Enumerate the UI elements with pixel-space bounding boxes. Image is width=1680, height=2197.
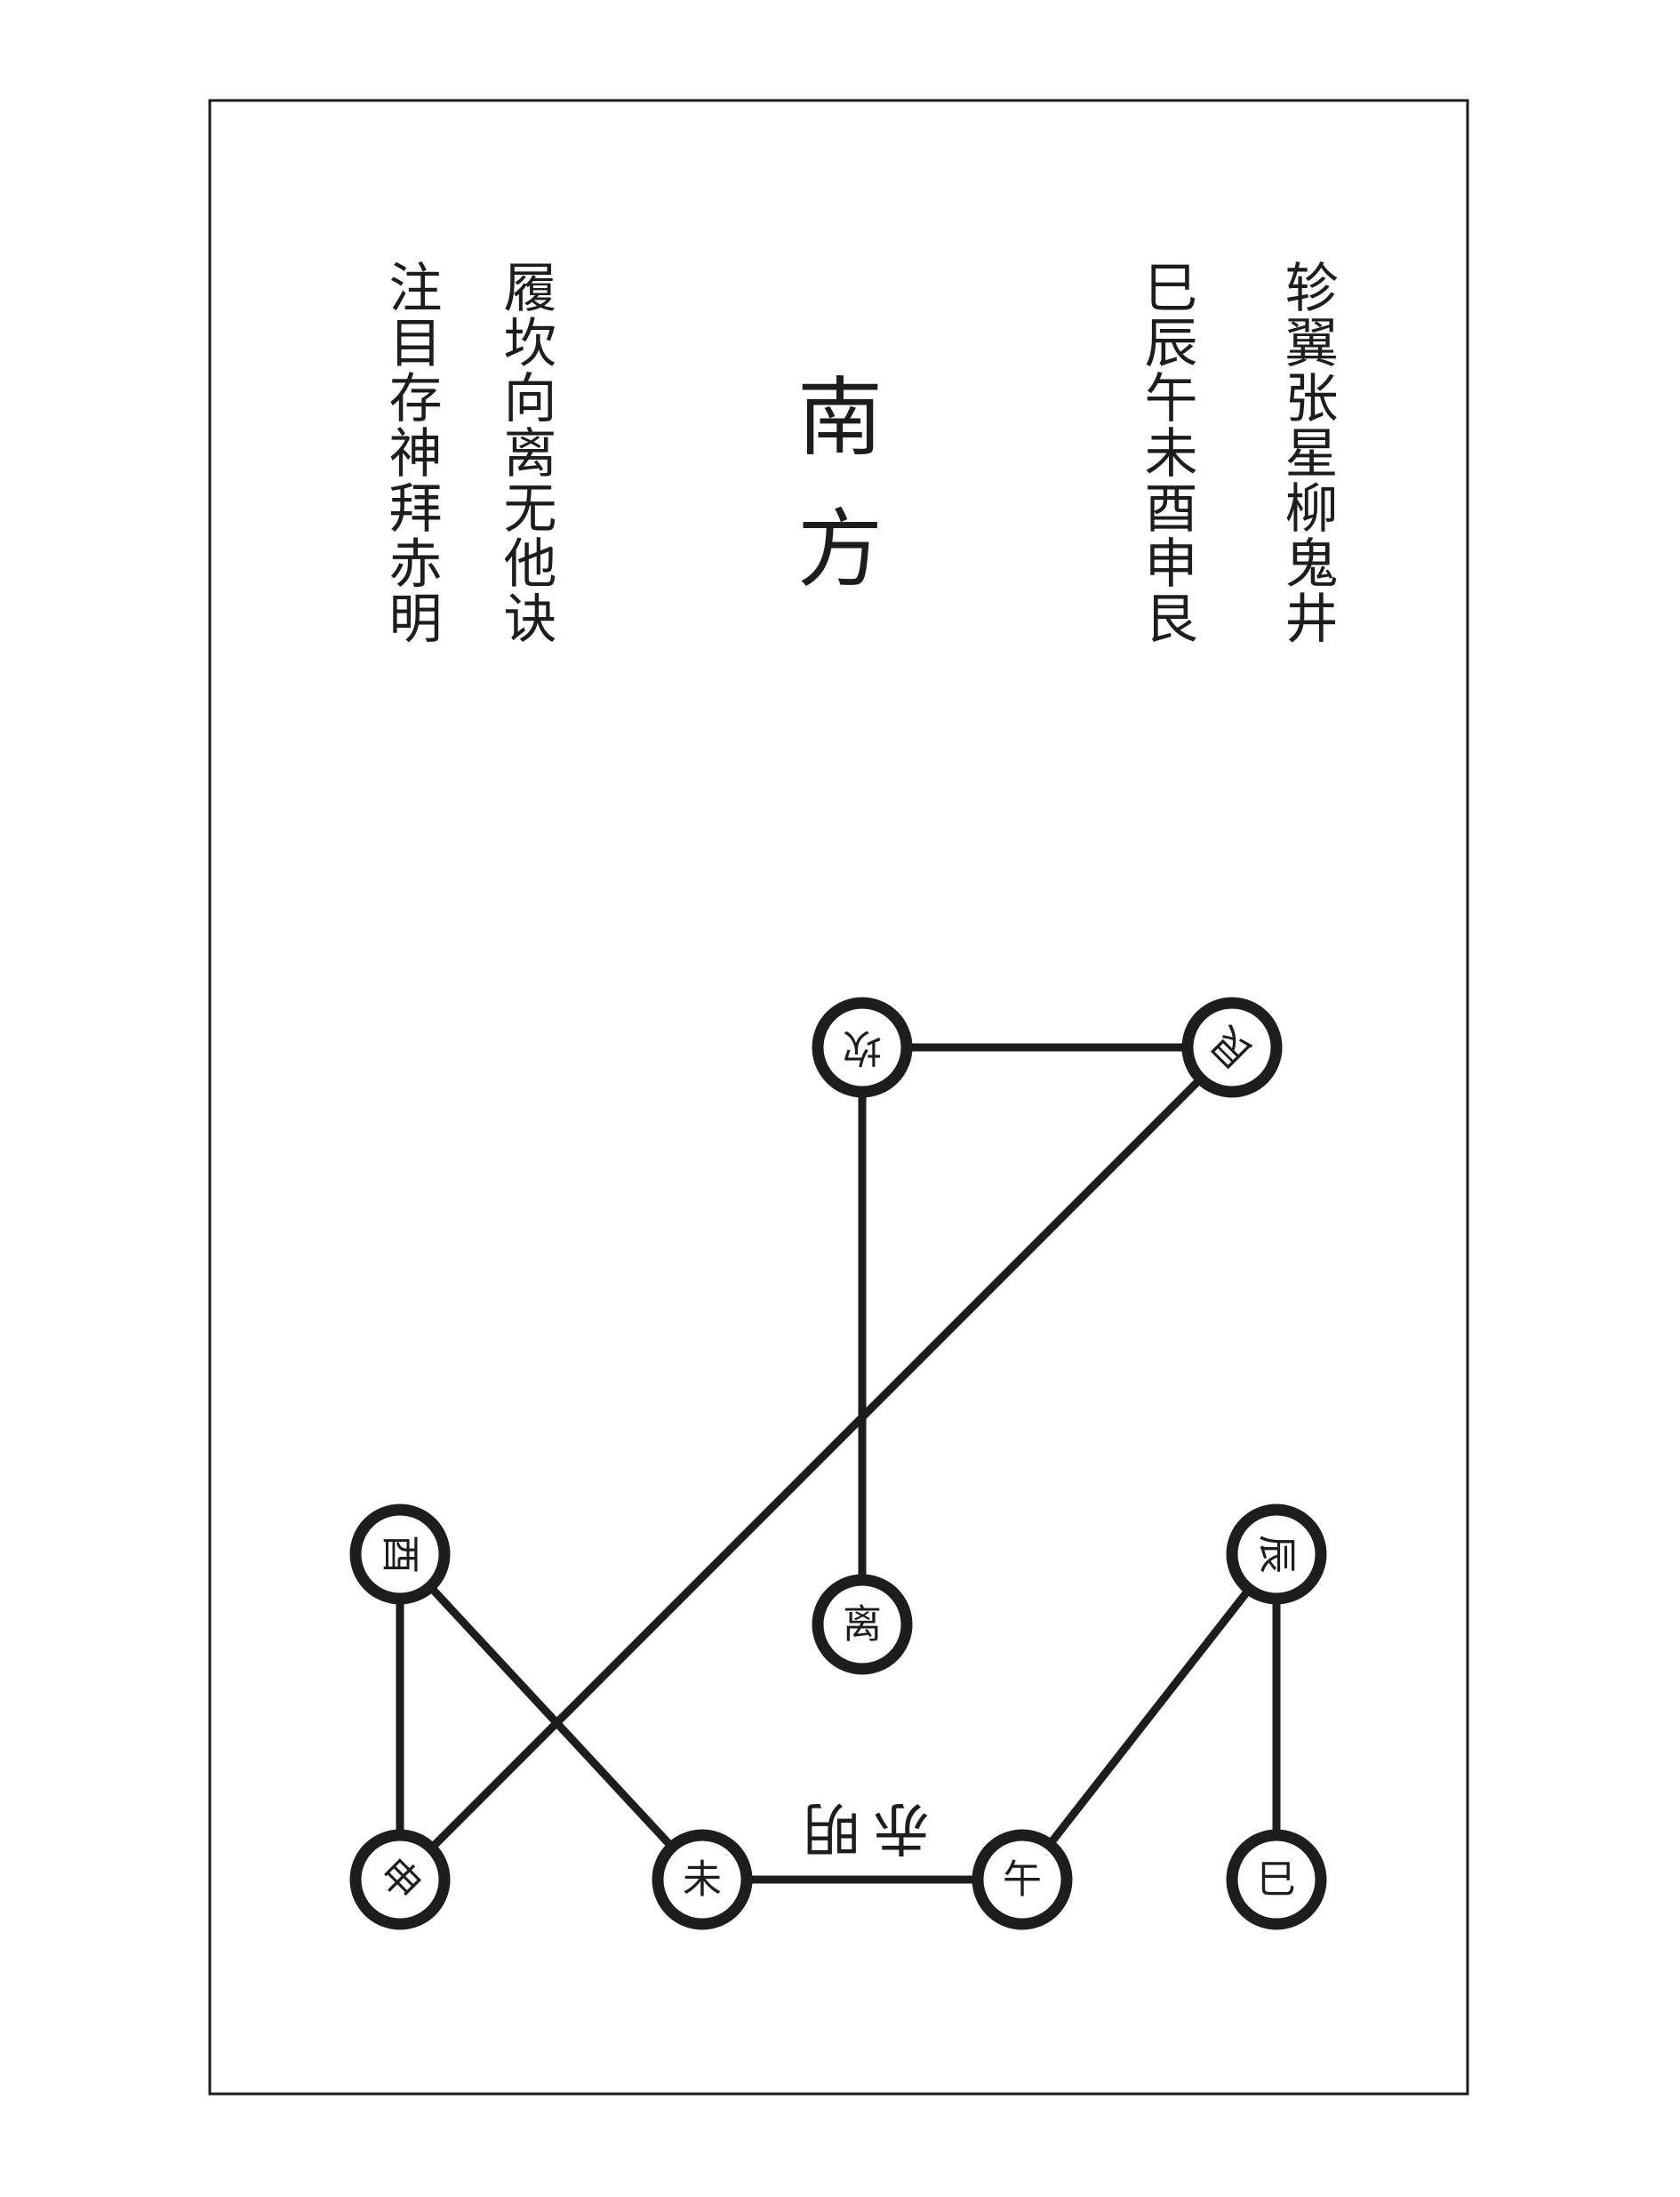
node-circle — [349, 1829, 451, 1930]
node-chen: 辰 — [1226, 1503, 1327, 1605]
page-border — [208, 99, 1469, 2096]
node-gen: 艮 — [1181, 997, 1283, 1098]
title-nan: 南 — [797, 368, 883, 468]
node-wei: 未 — [652, 1829, 753, 1930]
node-si: 巳 — [1226, 1829, 1327, 1930]
node-circle — [812, 1574, 913, 1675]
node-kan: 坎 — [812, 997, 913, 1098]
edge-you-wei — [396, 1551, 706, 1883]
node-circle — [972, 1829, 1073, 1930]
node-label: 巳 — [1257, 1857, 1296, 1903]
node-circle — [1226, 1829, 1327, 1930]
node-label: 酉 — [378, 1535, 423, 1574]
edge-label-chiming: 赤明 — [791, 1794, 930, 1860]
node-shen: 申 — [349, 1829, 451, 1930]
node-label: 坎 — [843, 1025, 882, 1070]
diagram-edges — [396, 1043, 1281, 1884]
node-circle — [1226, 1503, 1327, 1605]
node-circle — [812, 997, 913, 1098]
title-fang: 方 — [797, 500, 883, 599]
node-li: 离 — [812, 1574, 913, 1675]
node-label: 午 — [1003, 1857, 1042, 1903]
node-wu: 午 — [972, 1829, 1073, 1930]
node-label: 离 — [843, 1602, 882, 1648]
node-label: 辰 — [1254, 1535, 1300, 1574]
column-branches: 巳辰午未酉申艮 — [1135, 260, 1197, 645]
node-you: 酉 — [349, 1503, 451, 1605]
column-verse-1: 履坎向离无他诀 — [494, 260, 556, 645]
diagram-nodes: 坎 艮离 酉申 未 午 辰巳 — [349, 997, 1327, 1930]
column-mansions: 轸翼张星柳鬼井 — [1276, 260, 1338, 645]
node-circle — [652, 1829, 753, 1930]
column-verse-2: 注目存神拜赤明 — [380, 260, 442, 645]
node-label: 未 — [683, 1857, 722, 1903]
edge-gen-shen — [396, 1044, 1236, 1883]
edge-wu-chen — [1019, 1552, 1280, 1882]
node-circle — [349, 1503, 451, 1605]
node-circle — [1181, 997, 1283, 1098]
